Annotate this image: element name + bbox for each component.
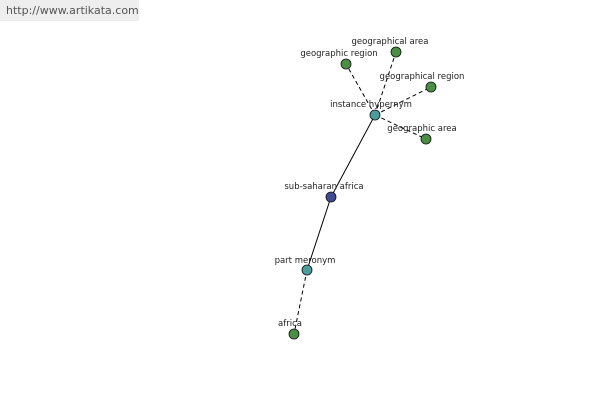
node-label-geographic-area: geographic area [387, 124, 456, 134]
node-label-part-meronym: part meronym [275, 256, 336, 266]
watermark-text: http://www.artikata.com [6, 4, 139, 17]
node-instance-hypernym[interactable] [369, 109, 381, 121]
node-africa[interactable] [288, 328, 300, 340]
node-label-sub-saharan-africa: sub-saharan africa [284, 182, 363, 192]
edge-sub-saharan-africa-to-instance-hypernym [330, 114, 376, 198]
node-label-geographic-region: geographic region [300, 49, 377, 59]
watermark-banner: http://www.artikata.com [0, 0, 139, 21]
graph-nodes [288, 46, 437, 340]
edge-instance-hypernym-to-geographical-region [374, 86, 432, 116]
graph-labels: sub-saharan africa instance hypernym part … [275, 37, 465, 329]
node-sub-saharan-africa[interactable] [325, 191, 337, 203]
edge-part-meronym-to-africa [293, 269, 308, 335]
node-label-africa: africa [278, 319, 302, 329]
node-label-geographical-area: geographical area [352, 37, 429, 47]
edge-instance-hypernym-to-geographic-region [345, 63, 376, 116]
edge-instance-hypernym-to-geographic-area [374, 114, 427, 140]
node-geographical-region[interactable] [425, 81, 437, 93]
node-label-instance-hypernym: instance hypernym [330, 100, 412, 110]
node-geographical-area[interactable] [390, 46, 402, 58]
edge-sub-saharan-africa-to-part-meronym [306, 196, 332, 271]
node-label-geographical-region: geographical region [380, 72, 465, 82]
node-part-meronym[interactable] [301, 264, 313, 276]
graph-edges [293, 51, 432, 335]
node-geographic-region[interactable] [340, 58, 352, 70]
node-geographic-area[interactable] [420, 133, 432, 145]
